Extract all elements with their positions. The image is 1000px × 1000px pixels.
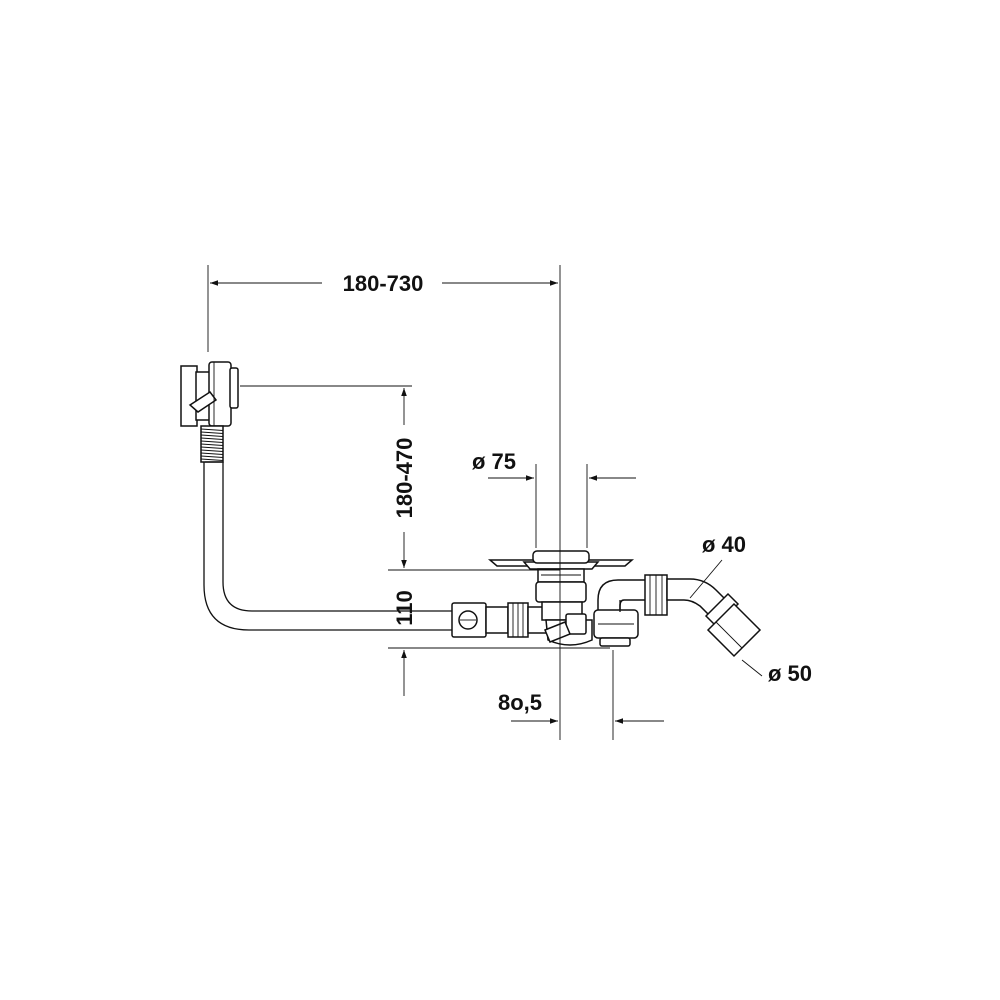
hose-rib <box>200 443 224 446</box>
hose-rib <box>200 449 224 452</box>
flexible-hose <box>200 425 224 463</box>
pipe-coupling <box>451 602 549 638</box>
label-waste-diameter: ø 75 <box>472 449 516 474</box>
label-offset: 8o,5 <box>498 690 542 715</box>
label-outlet-diameter: ø 50 <box>768 661 812 686</box>
hose-rib <box>200 452 224 455</box>
dimension-overflow-height: 180-470 <box>240 385 560 571</box>
connecting-pipe <box>203 461 455 631</box>
hose-rib <box>200 434 224 437</box>
waste-valve <box>487 550 635 646</box>
label-trap-inlet: ø 40 <box>702 532 746 557</box>
hose-rib <box>200 437 224 440</box>
label-pipe-height: 110 <box>392 590 417 626</box>
trap <box>593 579 649 647</box>
hose-rib <box>200 455 224 458</box>
dimension-outlet-diameter: ø 50 <box>741 659 812 686</box>
hose-rib <box>200 431 224 434</box>
label-overall-length: 180-730 <box>343 271 424 296</box>
overflow-head <box>180 361 239 427</box>
dimension-waste-diameter: ø 75 <box>472 449 636 548</box>
outlet-elbow <box>644 574 762 658</box>
hose-rib <box>200 440 224 443</box>
dimension-overall-length: 180-730 <box>207 265 561 740</box>
dimension-offset: 8o,5 <box>498 650 664 740</box>
dimension-trap-inlet: ø 40 <box>689 532 746 599</box>
hose-rib <box>200 458 224 461</box>
hose-rib <box>200 428 224 431</box>
dimension-pipe-height: 110 <box>388 590 610 696</box>
hose-rib <box>200 446 224 449</box>
label-overflow-height: 180-470 <box>392 438 417 519</box>
